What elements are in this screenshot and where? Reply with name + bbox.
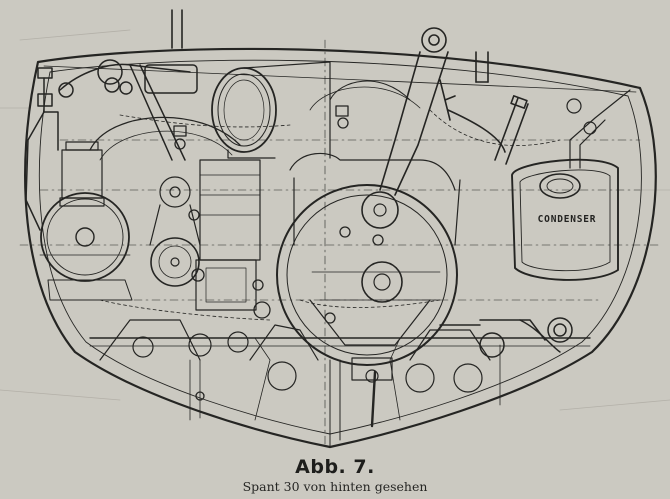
hull-inner-line	[38, 59, 642, 435]
figure-caption-title: Abb. 7.	[295, 456, 375, 478]
valves	[173, 105, 384, 401]
left-piping	[25, 59, 198, 231]
left-arc-casing	[89, 116, 241, 161]
center-left-pump	[149, 159, 261, 311]
condenser-label: CONDENSER	[538, 214, 597, 225]
hull-outline	[24, 47, 657, 449]
main-flywheel	[276, 152, 461, 366]
service-lines	[99, 109, 561, 321]
central-vent-drum	[211, 61, 331, 159]
left-generator	[59, 141, 105, 207]
condenser	[511, 89, 631, 281]
upper-right-duct	[309, 27, 449, 196]
deck-stanchions	[171, 9, 489, 83]
reverse-side-show-through	[0, 29, 670, 411]
engine-room-cross-section-drawing: CONDENSER	[0, 9, 670, 449]
figure-caption-subtitle: Spant 30 von hinten gesehen	[242, 479, 428, 494]
left-flywheel	[39, 192, 133, 301]
right-lower-piping	[439, 317, 573, 358]
right-elbow-pipe	[439, 79, 529, 165]
